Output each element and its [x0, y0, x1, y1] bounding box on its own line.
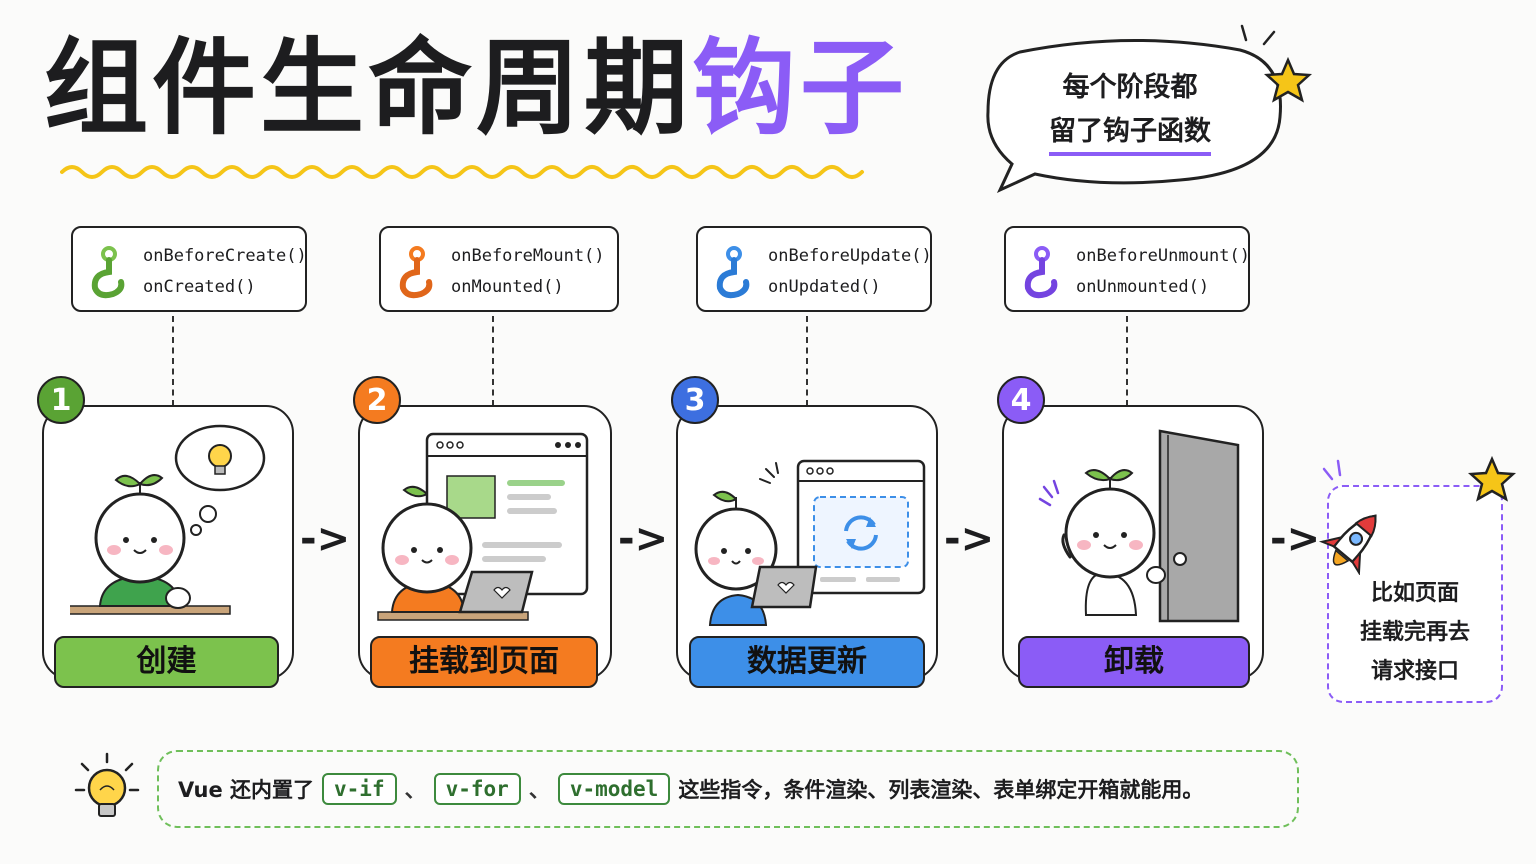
sprout-laptop-illustration: [377, 432, 589, 621]
refresh-icon: [844, 515, 878, 551]
title-underline-squiggle: [60, 165, 864, 179]
stage-label-update: 数据更新: [689, 636, 925, 688]
tip-box: [157, 750, 1299, 828]
directive-chip-v-if: v-if: [322, 773, 397, 805]
rocket-icon: [1318, 514, 1377, 575]
bubble-text: 每个阶段都 留了钩子函数: [1000, 66, 1260, 156]
directive-chip-v-for: v-for: [433, 773, 521, 805]
bubble-line-2: 留了钩子函数: [1049, 114, 1211, 156]
example-text: 比如页面 挂载完再去 请求接口: [1327, 574, 1503, 691]
hook-mounted: onMounted(): [451, 277, 564, 297]
hook-connector: [172, 316, 174, 406]
lightbulb-icon: [74, 752, 140, 817]
hook-before-mount: onBeforeMount(): [451, 246, 605, 266]
flow-arrow: ->: [1270, 516, 1321, 562]
hook-box-update: onBeforeUpdate() onUpdated(): [696, 226, 932, 312]
star-icon: [1467, 455, 1517, 502]
hook-icon: [716, 246, 750, 299]
hook-updated: onUpdated(): [768, 277, 881, 297]
stage-label-mount: 挂载到页面: [370, 636, 598, 688]
hook-icon: [399, 246, 433, 299]
tip-suffix: 这些指令，条件渲染、列表渲染、表单绑定开箱就能用。: [678, 778, 1204, 802]
hook-created: onCreated(): [143, 277, 256, 297]
example-decoration: [1318, 455, 1517, 575]
hook-connector: [492, 316, 494, 406]
tip-text: Vue 还内置了 v-if 、 v-for 、 v-model 这些指令，条件渲…: [178, 764, 1203, 814]
example-line-3: 请求接口: [1370, 659, 1459, 684]
tip-prefix: Vue 还内置了: [178, 778, 315, 802]
hook-icon: [91, 246, 125, 299]
stage-badge-4: 4: [997, 376, 1045, 424]
stage-badge-2: 2: [353, 376, 401, 424]
hook-box-unmount: onBeforeUnmount() onUnmounted(): [1004, 226, 1250, 312]
example-line-2: 挂载完再去: [1359, 620, 1470, 645]
door-icon: [1158, 429, 1240, 623]
hook-before-update: onBeforeUpdate(): [768, 246, 932, 266]
stage-label-create: 创建: [54, 636, 279, 688]
flow-arrow: ->: [618, 516, 669, 562]
hook-box-create: onBeforeCreate() onCreated(): [71, 226, 307, 312]
page-title: 组件生命周期钩子: [44, 26, 908, 151]
example-line-1: 比如页面: [1370, 581, 1459, 606]
example-box: [1327, 485, 1503, 703]
laptop-icon: [458, 570, 534, 614]
separator: 、: [528, 778, 550, 802]
stage-badge-1: 1: [37, 376, 85, 424]
lightbulb-icon: [208, 444, 232, 475]
hook-box-mount: onBeforeMount() onMounted(): [379, 226, 619, 312]
hook-before-create: onBeforeCreate(): [143, 246, 307, 266]
stage-label-unmount: 卸载: [1018, 636, 1250, 688]
tablet-icon: [750, 565, 818, 609]
hook-before-unmount: onBeforeUnmount(): [1076, 246, 1250, 266]
bubble-line-1: 每个阶段都: [1062, 72, 1198, 103]
hook-connector: [1126, 316, 1128, 406]
directive-chip-v-model: v-model: [557, 773, 671, 805]
sprout-refresh-illustration: [694, 459, 926, 626]
stage-badge-3: 3: [671, 376, 719, 424]
separator: 、: [404, 778, 426, 802]
flow-arrow: ->: [944, 516, 995, 562]
hook-unmounted: onUnmounted(): [1076, 277, 1210, 297]
sprout-door-illustration: [1038, 429, 1240, 623]
title-main: 组件生命周期: [44, 27, 693, 149]
sprout-thinking-illustration: [70, 424, 266, 615]
flow-arrow: ->: [300, 516, 351, 562]
star-icon: [1263, 56, 1313, 103]
title-accent: 钩子: [692, 27, 909, 149]
hook-connector: [806, 316, 808, 406]
hook-icon: [1024, 246, 1058, 299]
